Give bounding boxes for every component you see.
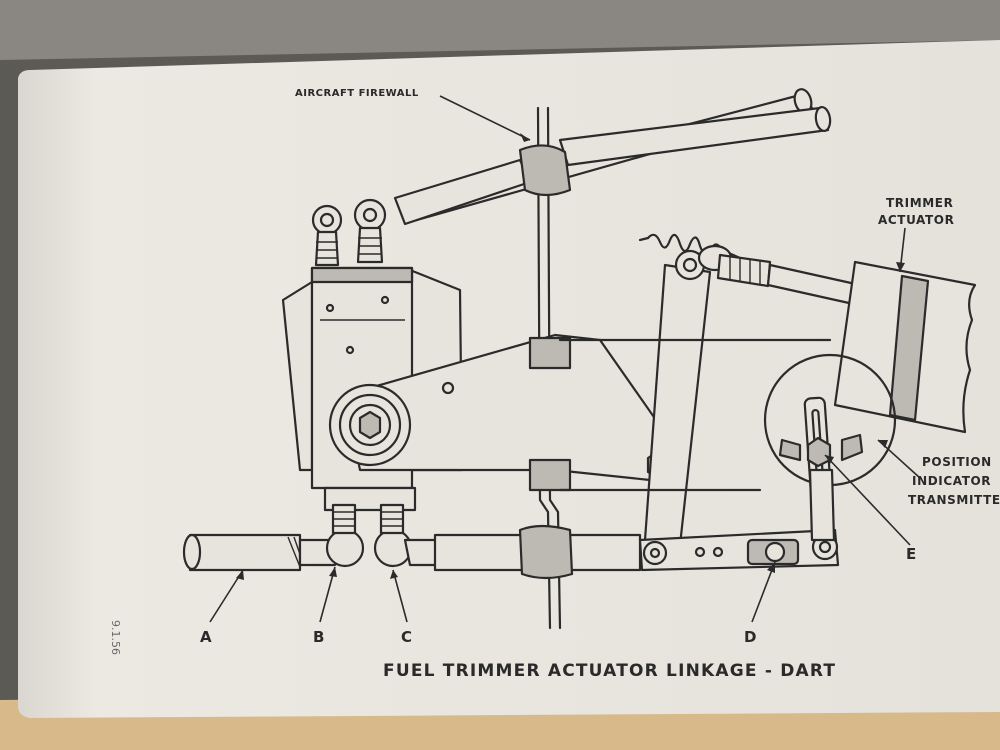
spring-drum — [328, 383, 412, 467]
label-e: E — [906, 545, 916, 563]
caption: FUEL TRIMMER ACTUATOR LINKAGE - DART — [383, 661, 836, 681]
top-page-edge — [0, 0, 1000, 60]
top-ball-joints — [311, 198, 387, 267]
label-d: D — [744, 628, 756, 646]
label-position-indicator-2: INDICATOR — [912, 474, 991, 488]
label-aircraft-firewall: AIRCRAFT FIREWALL — [295, 88, 419, 99]
leader-lines — [209, 95, 921, 623]
actuator-rod — [716, 253, 862, 307]
label-c: C — [401, 628, 412, 646]
margin-date: 9.1.56 — [109, 620, 122, 655]
label-a: A — [200, 628, 212, 646]
arrowheads — [236, 133, 905, 580]
label-b: B — [313, 628, 324, 646]
label-position-indicator-1: POSITION — [922, 455, 992, 469]
lower-linkage — [182, 468, 840, 580]
upper-rod — [393, 88, 832, 226]
label-trimmer-actuator-2: ACTUATOR — [878, 213, 954, 227]
trimmer-actuator-box — [833, 260, 977, 434]
lower-ball-joints — [331, 503, 405, 535]
label-trimmer-actuator-1: TRIMMER — [886, 196, 953, 210]
label-position-indicator-3: TRANSMITTE — [908, 493, 1000, 507]
